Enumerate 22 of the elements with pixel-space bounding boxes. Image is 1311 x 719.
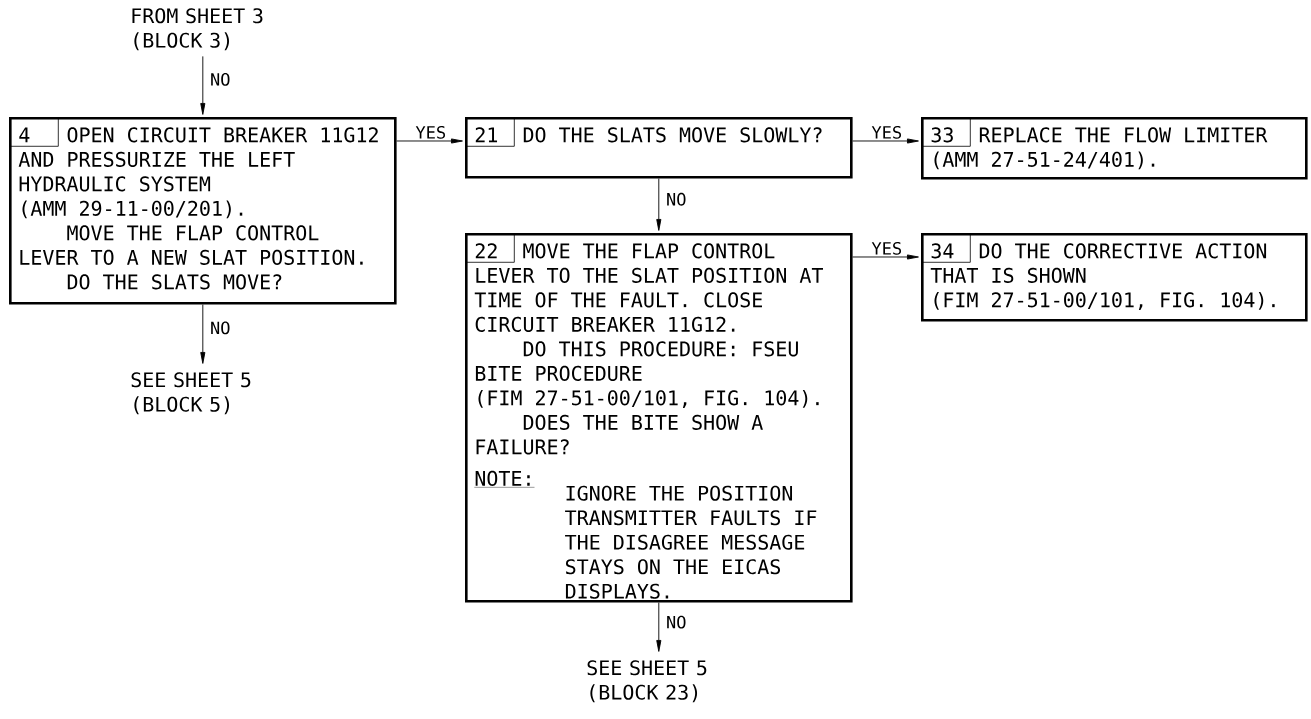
- edge-label: YES: [870, 240, 904, 256]
- sheet-reference: SEE SHEET 5 (BLOCK 5): [131, 372, 251, 415]
- arrow: [852, 138, 919, 144]
- step-box: 22 MOVE THE FLAP CONTROL LEVER TO THE SLAT POSITION AT TIME OF THE FAULT. CLOSE CIRCUIT BREAKER 11G12. DO THIS PROCEDURE: FSEU BITE PROCEDURE (FIM 27-51-00/101, FIG. 104). DOES THE BITE SHOW A FAILURE? NOTE: IGNORE THE POSITION TRANSMITTER FAULTS IF THE DISAGREE MESSAGE STAYS ON THE EICAS DISPLAYS.: [465, 233, 853, 603]
- step-box: 33 REPLACE THE FLOW LIMITER (AMM 27-51-24/401).: [921, 117, 1308, 180]
- arrow: [396, 138, 463, 144]
- step-box: 21 DO THE SLATS MOVE SLOWLY?: [465, 117, 853, 179]
- edge-label: YES: [414, 124, 448, 140]
- arrow: [656, 602, 662, 652]
- edge-label: NO: [209, 320, 232, 336]
- edge-label: NO: [665, 191, 688, 207]
- arrow: [656, 178, 662, 231]
- sheet-reference: FROM SHEET 3 (BLOCK 3): [132, 8, 263, 51]
- arrow: [852, 254, 919, 260]
- step-box: 34 DO THE CORRECTIVE ACTION THAT IS SHOWN (FIM 27-51-00/101, FIG. 104).: [921, 233, 1308, 322]
- arrow: [200, 55, 206, 115]
- edge-label: YES: [870, 124, 904, 140]
- edge-label: NO: [665, 614, 688, 630]
- step-box: 4 OPEN CIRCUIT BREAKER 11G12 AND PRESSURIZE THE LEFT HYDRAULIC SYSTEM (AMM 29-11-00/201). MOVE THE FLAP CONTROL LEVER TO A NEW SLAT POSITION. DO THE SLATS MOVE?: [9, 117, 397, 305]
- edge-label: NO: [209, 72, 232, 87]
- sheet-reference: SEE SHEET 5 (BLOCK 23): [587, 660, 707, 703]
- arrow: [200, 304, 206, 364]
